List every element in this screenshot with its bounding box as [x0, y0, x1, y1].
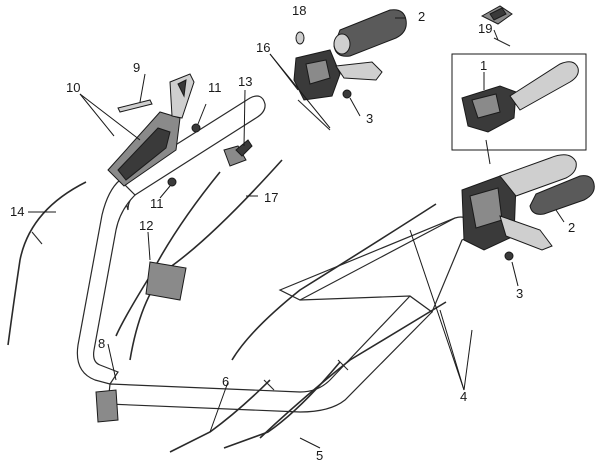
callout-2-bottom: 2 [568, 220, 575, 235]
brake-lever-top [293, 9, 407, 101]
throttle-lever-assembly [107, 73, 195, 187]
callout-19: 19 [478, 21, 492, 36]
brake-lever-bottom [461, 154, 595, 261]
callout-14: 14 [10, 204, 24, 219]
callout-13: 13 [238, 74, 252, 89]
callout-labels: 18 2 19 16 9 10 13 11 1 3 11 17 14 12 2 … [10, 3, 575, 463]
callout-2-top: 2 [418, 9, 425, 24]
callout-5: 5 [316, 448, 323, 463]
callout-11-top: 11 [208, 80, 222, 95]
callout-4: 4 [460, 389, 467, 404]
callout-1: 1 [480, 58, 487, 73]
inset-lever-detail [451, 53, 587, 151]
handlebar-frame [76, 95, 471, 423]
callout-16: 16 [256, 40, 270, 55]
leader-lines [28, 17, 565, 449]
callout-9: 9 [133, 60, 140, 75]
callout-6: 6 [222, 374, 229, 389]
callout-12: 12 [139, 218, 153, 233]
clip-part [480, 5, 513, 47]
callout-17: 17 [264, 190, 278, 205]
callout-3-top: 3 [366, 111, 373, 126]
callout-8: 8 [98, 336, 105, 351]
callout-18: 18 [292, 3, 306, 18]
small-fasteners [167, 123, 253, 187]
callout-3-bottom: 3 [516, 286, 523, 301]
callout-10: 10 [66, 80, 80, 95]
callout-11-bottom: 11 [150, 196, 164, 211]
